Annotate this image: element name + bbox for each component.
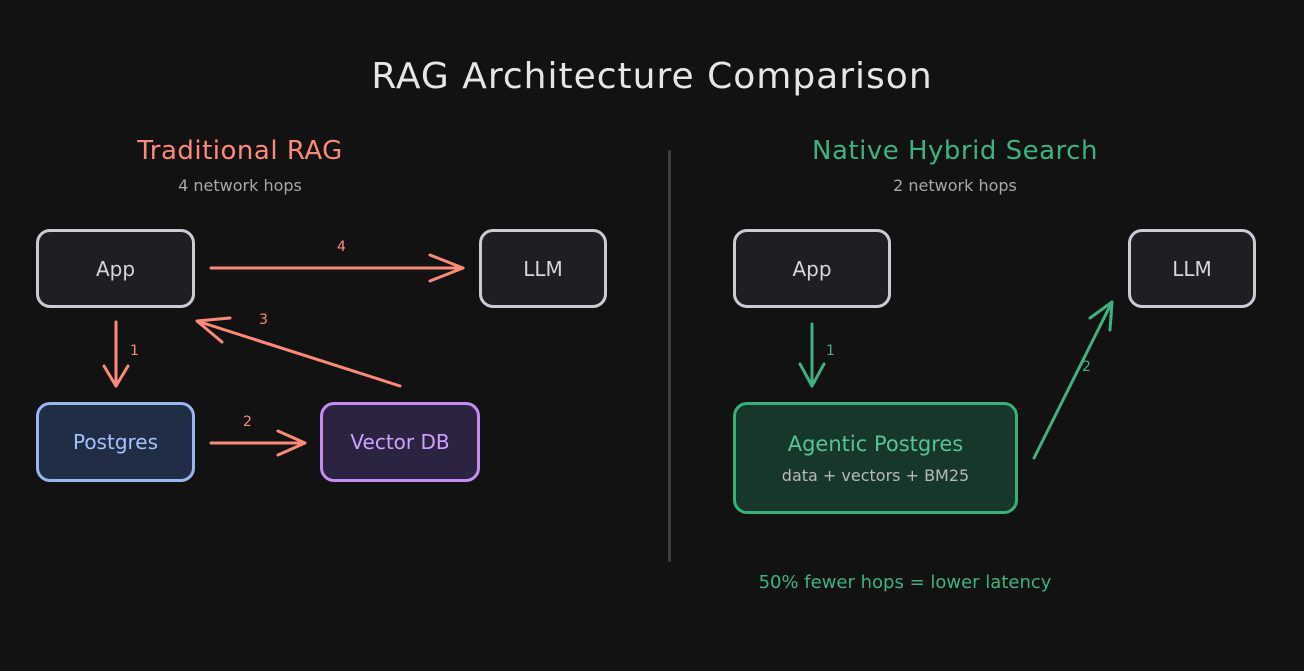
hybrid-edge-label-1: 1 (826, 343, 835, 359)
node-llm: LLM (479, 229, 607, 308)
node-postgres: Postgres (36, 402, 195, 482)
arrow-postgres-to-vector-db (209, 429, 307, 457)
edge-label-2: 2 (243, 414, 252, 430)
node-llm-label: LLM (523, 256, 563, 281)
hybrid-node-app-label: App (792, 256, 832, 281)
traditional-title: Traditional RAG (137, 136, 343, 166)
hybrid-node-app: App (733, 229, 891, 308)
node-vector-db-label: Vector DB (350, 430, 450, 454)
edge-label-1: 1 (130, 343, 139, 359)
arrow-app-to-agentic-postgres (798, 322, 826, 388)
node-agentic-postgres: Agentic Postgres data + vectors + BM25 (733, 402, 1018, 514)
hybrid-subtitle: 2 network hops (893, 176, 1017, 195)
section-divider (668, 150, 671, 562)
hybrid-node-llm: LLM (1128, 229, 1256, 308)
agentic-postgres-sub: data + vectors + BM25 (781, 465, 970, 485)
node-app: App (36, 229, 195, 308)
hybrid-edge-label-2: 2 (1082, 359, 1091, 375)
node-app-label: App (95, 256, 136, 281)
arrow-vector-db-to-app (195, 316, 402, 388)
hybrid-node-llm-label: LLM (1172, 256, 1212, 281)
hybrid-title: Native Hybrid Search (812, 136, 1098, 166)
arrow-agentic-postgres-to-llm (1032, 300, 1114, 460)
diagram-title: RAG Architecture Comparison (371, 56, 933, 97)
traditional-subtitle: 4 network hops (178, 176, 302, 195)
node-vector-db: Vector DB (320, 402, 480, 482)
footer-note: 50% fewer hops = lower latency (758, 572, 1052, 593)
agentic-postgres-name: Agentic Postgres (787, 431, 964, 456)
node-postgres-label: Postgres (72, 430, 159, 454)
edge-label-3: 3 (259, 312, 268, 328)
arrow-app-to-postgres (102, 320, 130, 388)
arrow-app-to-llm (209, 253, 465, 283)
edge-label-4: 4 (337, 239, 346, 255)
